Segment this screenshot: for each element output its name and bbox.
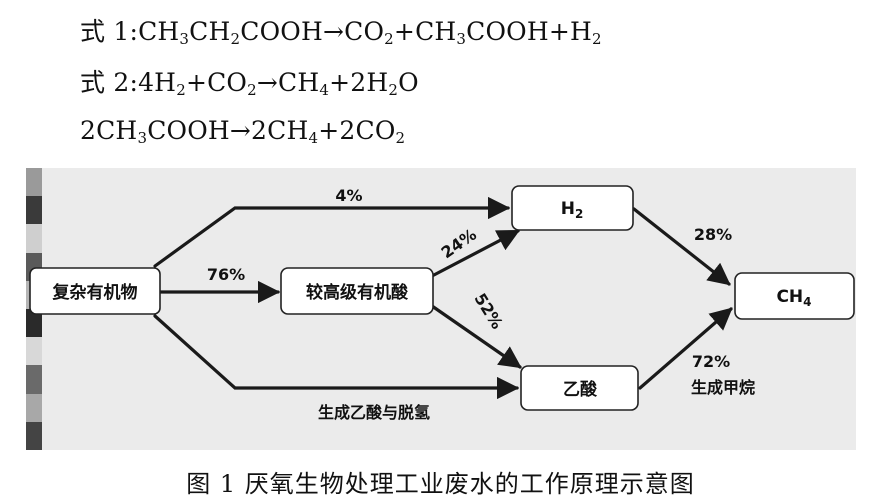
equation-2-formula: 4H2+CO2→CH4+2H2O (138, 68, 419, 99)
node-h2: H2 (511, 185, 634, 231)
label-acetic-to-ch4: 72% (692, 352, 730, 371)
equation-2: 式 2:4H2+CO2→CH4+2H2O (80, 63, 419, 99)
equation-2-label: 式 2: (80, 68, 139, 97)
svg-text:乙酸: 乙酸 (563, 379, 598, 400)
label-complex-to-acids: 76% (207, 265, 245, 284)
node-ch4: CH4 (734, 272, 855, 320)
edge-complex-bottom (153, 314, 520, 400)
label-acids-to-acetic: 52% (470, 290, 506, 333)
decorative-strip (26, 168, 42, 450)
svg-text:复杂有机物: 复杂有机物 (52, 282, 138, 303)
equation-1-formula: CH3CH2COOH→CO2+CH3COOH+H2 (138, 17, 602, 48)
edge-complex-to-h2 (153, 196, 511, 268)
figure-caption: 图 1 厌氧生物处理工业废水的工作原理示意图 (186, 470, 695, 498)
svg-text:CH4: CH4 (776, 287, 811, 309)
edge-acids-to-h2 (430, 229, 520, 278)
node-complex-organics: 复杂有机物 (29, 267, 161, 315)
label-complex-to-h2: 4% (335, 186, 362, 205)
label-acids-to-h2: 24% (438, 225, 480, 263)
equation-3: 2CH3COOH→2CH4+2CO2 (80, 116, 405, 147)
equation-1-label: 式 1: (80, 17, 139, 46)
edge-acids-to-acetic (430, 304, 522, 369)
equation-3-formula: 2CH3COOH→2CH4+2CO2 (80, 116, 406, 147)
label-h2-to-ch4: 28% (694, 225, 732, 244)
label-generate-methane: 生成甲烷 (691, 378, 755, 397)
label-bottom-path: 生成乙酸与脱氢 (318, 403, 430, 422)
node-acetic-acid: 乙酸 (520, 365, 639, 411)
svg-text:H2: H2 (561, 199, 584, 221)
edge-acetic-to-ch4 (638, 307, 733, 390)
equation-1: 式 1:CH3CH2COOH→CO2+CH3COOH+H2 (80, 12, 602, 48)
svg-text:较高级有机酸: 较高级有机酸 (306, 282, 409, 303)
edge-h2-to-ch4 (632, 207, 731, 286)
node-higher-organic-acids: 较高级有机酸 (280, 267, 434, 315)
